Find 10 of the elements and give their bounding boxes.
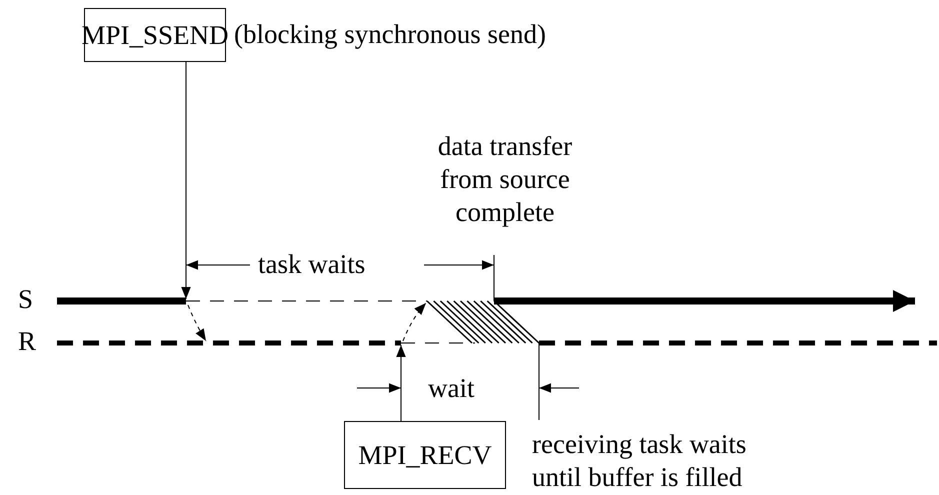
timeline-label: S: [18, 283, 34, 316]
dimension-label: wait: [428, 372, 474, 405]
arrow: [396, 344, 406, 422]
dimension-label: task waits: [258, 248, 366, 281]
annotation: data transfer from source complete: [436, 130, 574, 229]
annotation: (blocking synchronous send): [234, 18, 546, 51]
timeline-label: R: [18, 325, 36, 358]
arrow: [181, 62, 191, 300]
function-box: MPI_RECV: [344, 421, 506, 489]
annotation: receiving task waits until buffer is filled: [532, 428, 748, 494]
